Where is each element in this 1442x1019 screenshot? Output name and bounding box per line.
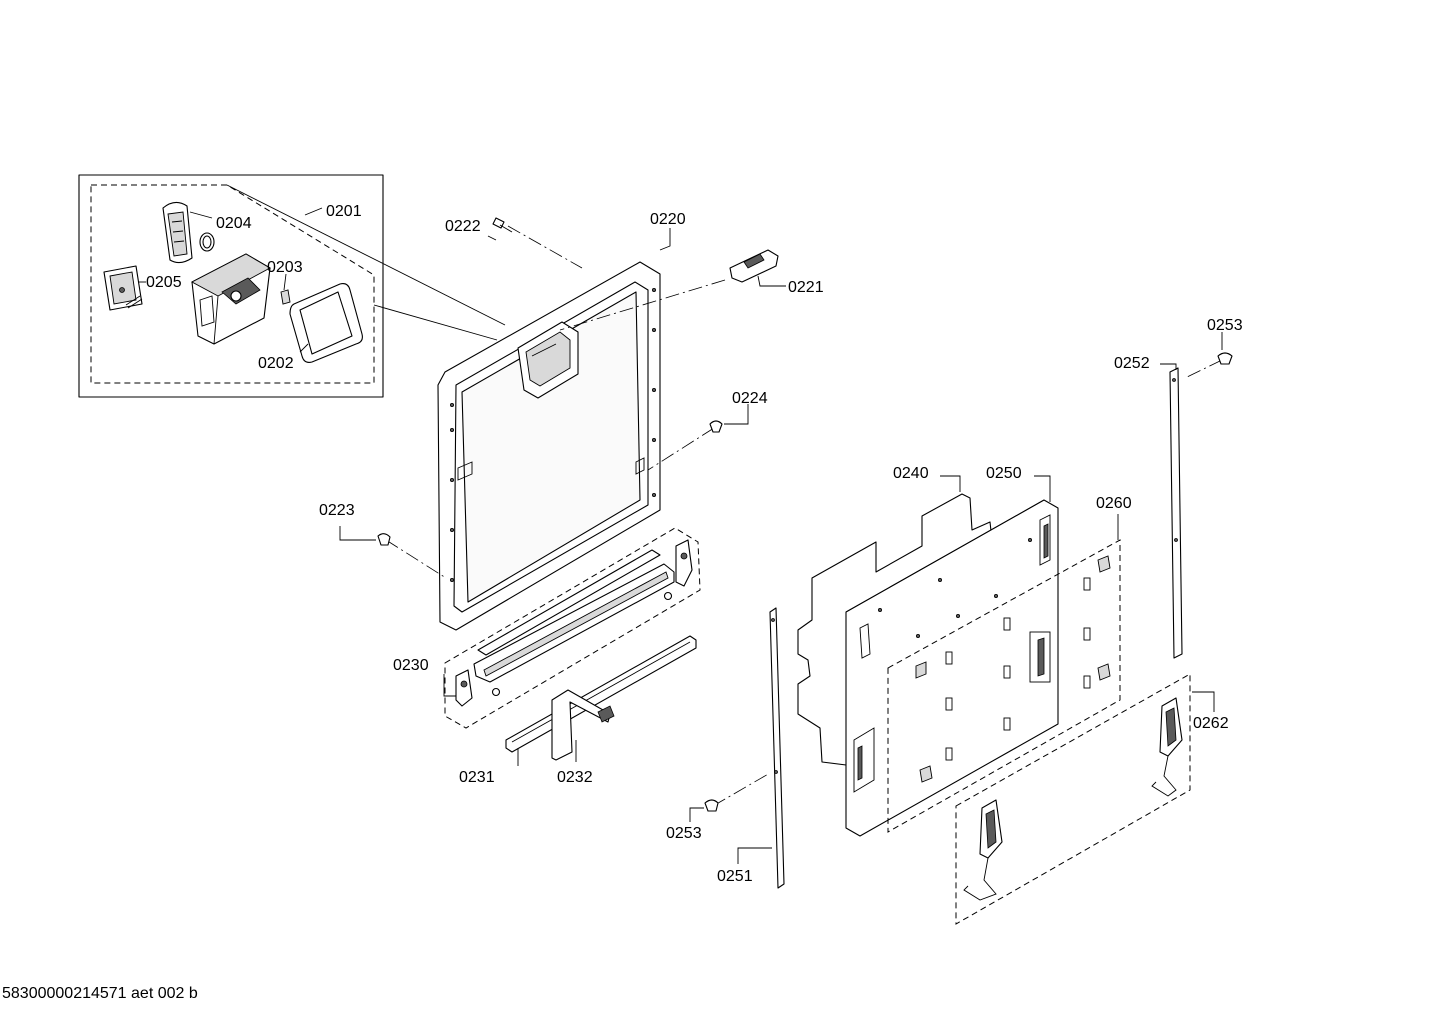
document-id: 58300000214571 aet 002 b xyxy=(2,985,198,1002)
part-labels: 0201 0202 0203 0204 0205 0220 0221 0222 … xyxy=(146,203,1243,885)
label-0201: 0201 xyxy=(326,203,362,220)
label-0253-bottom: 0253 xyxy=(666,825,702,842)
label-0202: 0202 xyxy=(258,355,294,372)
label-0220: 0220 xyxy=(650,211,686,228)
part-0224-screw xyxy=(709,420,723,433)
leader-lines xyxy=(138,207,1223,864)
part-0222-screw xyxy=(492,217,513,233)
label-0252: 0252 xyxy=(1114,355,1150,372)
alignment-lines xyxy=(385,225,1223,807)
label-0224: 0224 xyxy=(732,390,768,407)
part-0230-bottom-rail-assembly xyxy=(444,527,701,729)
label-0250: 0250 xyxy=(986,465,1022,482)
part-0202-seal xyxy=(289,283,363,363)
part-0260-inner-panel xyxy=(887,539,1121,833)
label-0221: 0221 xyxy=(788,279,824,296)
part-0221-latch xyxy=(729,249,779,283)
label-0204: 0204 xyxy=(216,215,252,232)
part-0203-clip xyxy=(280,289,291,305)
part-0232-bracket xyxy=(551,689,615,761)
detail-inset xyxy=(78,174,506,398)
part-0250-panel xyxy=(845,499,1059,837)
label-0203: 0203 xyxy=(267,259,303,276)
part-0262-hinge-group xyxy=(955,673,1191,925)
part-0252-strip xyxy=(1169,367,1183,659)
label-0205: 0205 xyxy=(146,274,182,291)
label-0230: 0230 xyxy=(393,657,429,674)
part-dispenser-unit xyxy=(191,253,271,345)
part-0253-screw-bottom xyxy=(704,799,719,812)
part-0205-plate xyxy=(103,265,143,311)
label-0231: 0231 xyxy=(459,769,495,786)
part-0253-screw-top xyxy=(1217,352,1233,365)
label-0262: 0262 xyxy=(1193,715,1229,732)
label-0253-top: 0253 xyxy=(1207,317,1243,334)
label-0251: 0251 xyxy=(717,868,753,885)
label-0232: 0232 xyxy=(557,769,593,786)
label-0240: 0240 xyxy=(893,465,929,482)
part-0220-inner-door xyxy=(437,261,661,631)
label-0260: 0260 xyxy=(1096,495,1132,512)
label-0222: 0222 xyxy=(445,218,481,235)
part-0223-screw xyxy=(377,533,391,546)
part-0204-handle-cover xyxy=(162,201,215,264)
label-0223: 0223 xyxy=(319,502,355,519)
part-0251-strip xyxy=(769,607,785,889)
